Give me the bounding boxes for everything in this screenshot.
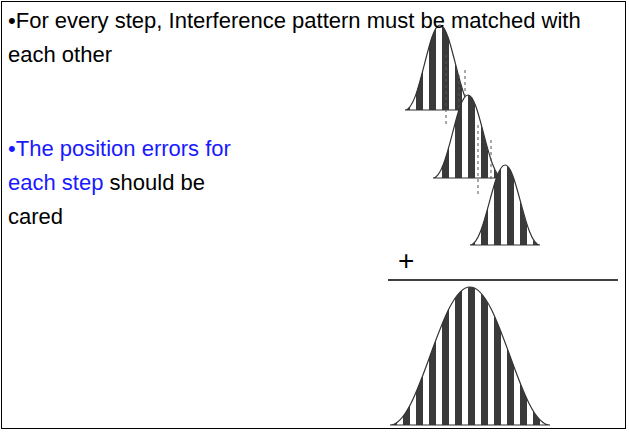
bullet-text: •For every step, Interference pattern mu… bbox=[8, 4, 620, 72]
fringe-pattern bbox=[390, 287, 550, 425]
bullet-text: •The position errors for each step shoul… bbox=[8, 132, 240, 234]
plus-sign: + bbox=[398, 246, 414, 276]
alignment-lines bbox=[446, 55, 491, 195]
fringe-pattern bbox=[433, 95, 503, 178]
sum-line bbox=[388, 279, 618, 281]
fringe-pattern bbox=[470, 165, 540, 245]
